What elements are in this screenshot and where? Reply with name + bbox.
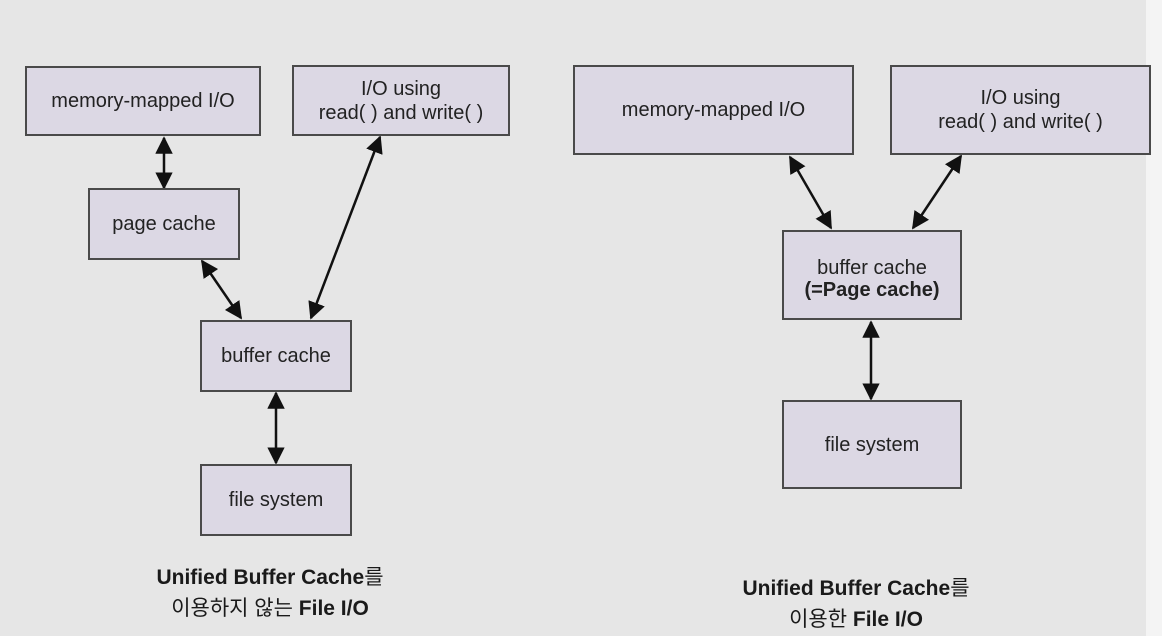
right-buffer-cache-box: buffer cache (=Page cache) (782, 230, 962, 320)
left-io-using-label-2: read( ) and write( ) (318, 101, 484, 124)
right-io-using-box: I/O using read( ) and write( ) (890, 65, 1151, 155)
right-caption-line-1-suffix: 를 (950, 577, 970, 600)
left-file-system-box: file system (200, 464, 352, 536)
right-caption-line-2: 이용한 File I/O (676, 604, 1036, 635)
left-memory-mapped-io-box: memory-mapped I/O (25, 66, 261, 136)
right-caption-line-2-prefix: 이용한 (789, 608, 853, 631)
left-caption-line-2-bold: File I/O (298, 597, 369, 620)
left-caption-line-2: 이용하지 않는 File I/O (90, 593, 450, 624)
right-buffer-cache-label-1: buffer cache (817, 257, 927, 279)
left-memory-mapped-io-label: memory-mapped I/O (51, 90, 235, 112)
arrow-pagecache-buffercache (200, 259, 243, 320)
left-page-cache-box: page cache (88, 188, 240, 260)
left-buffer-cache-box: buffer cache (200, 320, 352, 392)
arrow-io-buffercache-right (911, 154, 963, 230)
left-caption: Unified Buffer Cache를 이용하지 않는 File I/O (90, 562, 450, 624)
left-io-using-box: I/O using read( ) and write( ) (292, 65, 510, 136)
left-caption-line-1-bold: Unified Buffer Cache (156, 566, 365, 589)
left-file-system-label: file system (228, 489, 324, 511)
right-file-system-label: file system (824, 433, 920, 456)
right-memory-mapped-io-label: memory-mapped I/O (621, 99, 806, 121)
right-caption: Unified Buffer Cache를 이용한 File I/O (676, 573, 1036, 635)
right-io-using-label-1: I/O using (980, 87, 1061, 109)
left-caption-line-1-suffix: 를 (364, 566, 384, 589)
right-file-system-box: file system (782, 400, 962, 489)
left-page-cache-label: page cache (112, 213, 216, 235)
left-buffer-cache-label: buffer cache (221, 345, 331, 367)
right-io-using-label-2: read( ) and write( ) (938, 111, 1103, 133)
arrow-mmio-buffercache-right (788, 155, 833, 230)
right-caption-line-2-bold: File I/O (852, 608, 923, 631)
right-edge-strip (1146, 0, 1162, 636)
right-buffer-cache-label-2: (=Page cache) (804, 279, 940, 301)
right-caption-line-1: Unified Buffer Cache를 (676, 573, 1036, 604)
arrow-io-buffercache (308, 135, 383, 320)
right-memory-mapped-io-box: memory-mapped I/O (573, 65, 854, 155)
left-caption-line-2-prefix: 이용하지 않는 (171, 597, 299, 620)
left-io-using-label-1: I/O using (360, 77, 442, 100)
right-caption-line-1-bold: Unified Buffer Cache (742, 577, 951, 600)
left-caption-line-1: Unified Buffer Cache를 (90, 562, 450, 593)
